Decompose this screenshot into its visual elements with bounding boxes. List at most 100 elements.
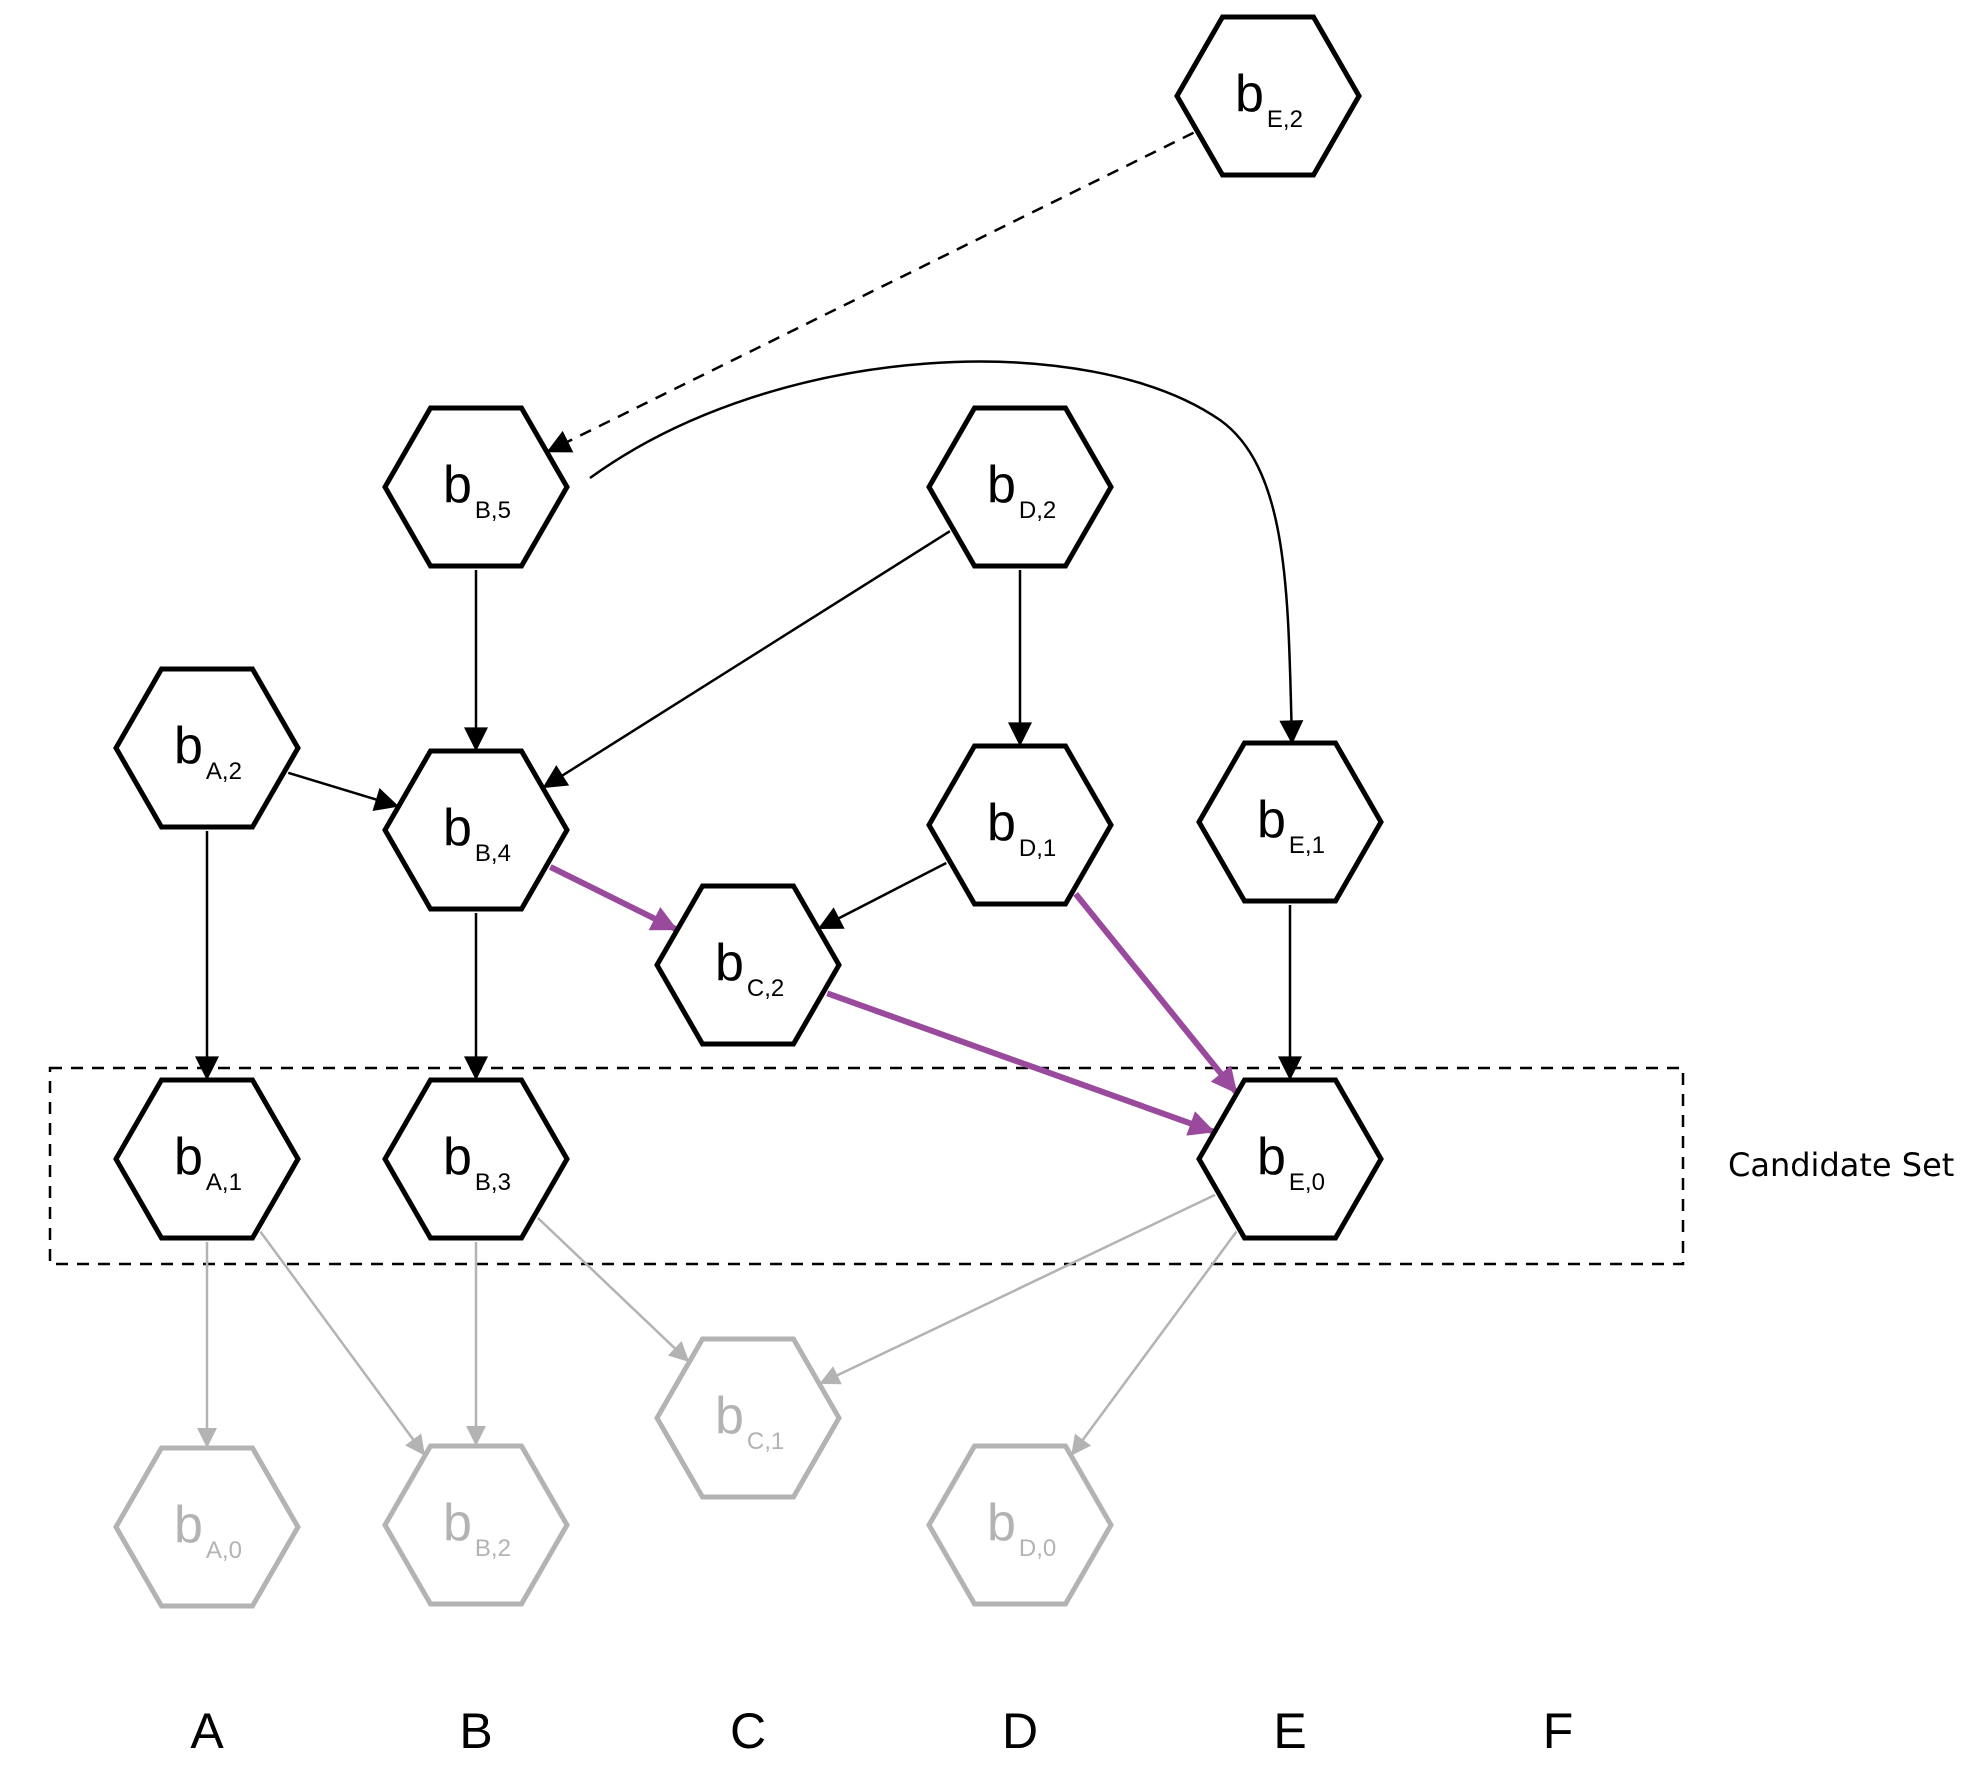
node-hexagon bbox=[1196, 1077, 1384, 1241]
node-label-main: b bbox=[174, 1496, 203, 1554]
edge-bB3-to-bC1 bbox=[536, 1216, 690, 1363]
node-hexagon bbox=[382, 1077, 570, 1241]
node-label-main: b bbox=[1257, 791, 1286, 849]
node-label-subscript: C,2 bbox=[747, 975, 784, 1002]
node-hexagon bbox=[654, 1336, 842, 1500]
node-label-subscript: B,2 bbox=[475, 1535, 511, 1562]
candidate-set-box bbox=[48, 1066, 1685, 1266]
node-label-main: b bbox=[174, 1128, 203, 1186]
column-label-b: B bbox=[459, 1703, 492, 1759]
node-hexagon bbox=[1174, 14, 1362, 178]
edge-bA1-to-bB2 bbox=[259, 1230, 425, 1456]
node-label-subscript: E,0 bbox=[1289, 1169, 1325, 1196]
node-label-main: b bbox=[715, 1387, 744, 1445]
edge-bE2-to-bB5 bbox=[546, 131, 1195, 453]
node-label-subscript: E,2 bbox=[1267, 106, 1303, 133]
node-label-main: b bbox=[443, 1494, 472, 1552]
edge-bC2-to-bE0 bbox=[826, 990, 1216, 1136]
column-label-d: D bbox=[1002, 1703, 1038, 1759]
node-label-subscript: E,1 bbox=[1289, 832, 1325, 859]
node-label-main: b bbox=[443, 1128, 472, 1186]
node-label-subscript: A,0 bbox=[206, 1537, 242, 1564]
node-label-main: b bbox=[715, 934, 744, 992]
node-hexagon bbox=[926, 743, 1114, 907]
node-label-subscript: C,1 bbox=[747, 1428, 784, 1455]
node-label-subscript: D,1 bbox=[1019, 835, 1056, 862]
node-hexagon bbox=[113, 1445, 301, 1609]
edge-bD1-to-bC2 bbox=[817, 861, 947, 930]
node-hexagon bbox=[382, 1443, 570, 1607]
column-label-e: E bbox=[1273, 1703, 1306, 1759]
node-label-subscript: B,5 bbox=[475, 497, 511, 524]
edge-bD1-to-bE0 bbox=[1073, 891, 1238, 1094]
node-label-main: b bbox=[987, 1494, 1016, 1552]
node-label-subscript: D,0 bbox=[1019, 1535, 1056, 1562]
node-label-main: b bbox=[987, 794, 1016, 852]
node-hexagon bbox=[1196, 740, 1384, 904]
node-label-main: b bbox=[987, 456, 1016, 514]
node-label-subscript: B,4 bbox=[475, 840, 511, 867]
node-label-main: b bbox=[443, 456, 472, 514]
edge-bA2-to-bB4 bbox=[287, 771, 399, 812]
node-label-subscript: A,1 bbox=[206, 1169, 242, 1196]
node-label-main: b bbox=[443, 799, 472, 857]
edge-bB4-to-bC2 bbox=[549, 864, 678, 932]
edge-bB5-to-bE1 bbox=[589, 360, 1304, 745]
node-label-main: b bbox=[1257, 1128, 1286, 1186]
column-label-a: A bbox=[190, 1703, 224, 1759]
node-hexagon bbox=[926, 405, 1114, 569]
edge-bE0-to-bC1 bbox=[819, 1193, 1216, 1385]
node-hexagon bbox=[382, 748, 570, 912]
column-label-c: C bbox=[730, 1703, 766, 1759]
node-hexagon bbox=[113, 666, 301, 830]
node-label-subscript: A,2 bbox=[206, 758, 242, 785]
node-label-subscript: D,2 bbox=[1019, 497, 1056, 524]
edge-bD2-to-bB4 bbox=[542, 530, 951, 789]
node-label-main: b bbox=[174, 717, 203, 775]
column-label-f: F bbox=[1543, 1703, 1574, 1759]
edge-bE0-to-bD0 bbox=[1071, 1230, 1238, 1456]
node-label-main: b bbox=[1235, 65, 1264, 123]
candidate-set-label: Candidate Set bbox=[1728, 1146, 1954, 1184]
node-label-subscript: B,3 bbox=[475, 1169, 511, 1196]
node-hexagon bbox=[654, 883, 842, 1047]
column-labels: A B C D E F bbox=[190, 1703, 1573, 1759]
node-hexagon bbox=[382, 405, 570, 569]
node-hexagon bbox=[926, 1443, 1114, 1607]
edges-layer bbox=[195, 131, 1304, 1456]
node-hexagon bbox=[113, 1077, 301, 1241]
